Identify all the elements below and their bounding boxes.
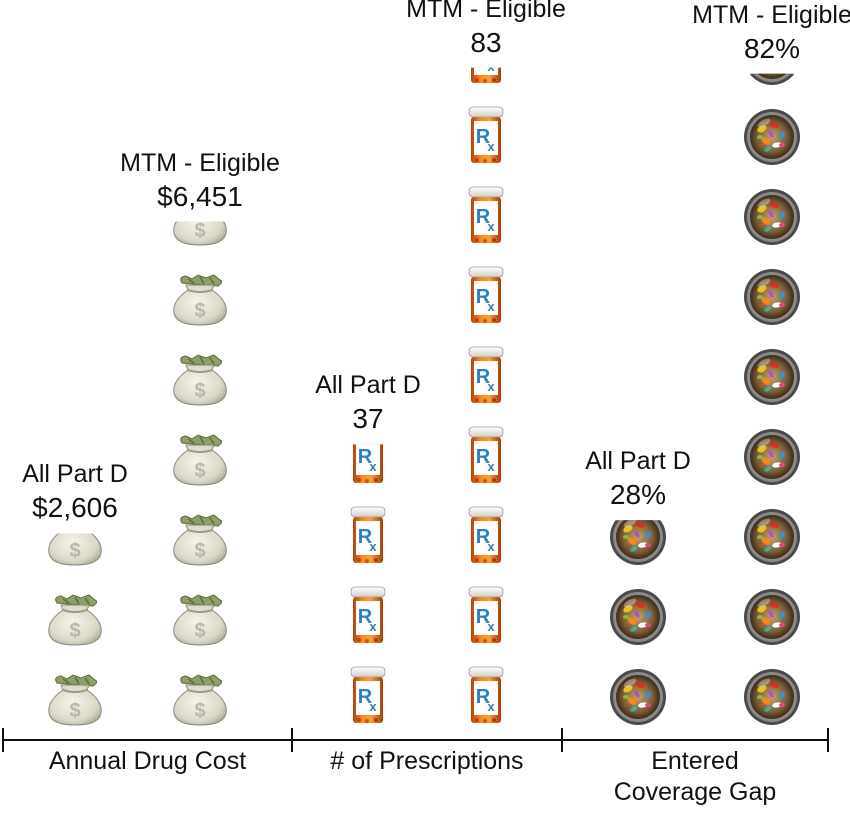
value-label: 28%: [609, 479, 667, 511]
pill-bowl-icon: [744, 189, 800, 245]
pill-bowl-icon: [610, 669, 666, 725]
value-label: 82%: [743, 32, 801, 64]
category-label: # of Prescriptions: [330, 747, 524, 775]
value-label: $6,451: [157, 180, 243, 212]
series-label: MTM - Eligible: [406, 0, 566, 23]
prescription-bottle-icon: [468, 506, 504, 564]
pill-bowl-icon: [744, 589, 800, 645]
series-label: All Part D: [22, 460, 128, 489]
prescription-bottle-icon: [468, 586, 504, 644]
series-label: MTM - Eligible: [120, 148, 280, 177]
prescription-bottle-icon: [468, 426, 504, 484]
pill-bowl-icon: [744, 429, 800, 485]
value-label: 83: [470, 26, 502, 58]
prescription-bottle-icon: [350, 666, 386, 724]
prescription-bottle-icon: [468, 186, 504, 244]
value-label: $2,606: [32, 492, 118, 524]
prescription-bottle-icon: [468, 666, 504, 724]
prescription-bottle-icon: [350, 506, 386, 564]
value-label: 37: [352, 403, 384, 435]
money-bag-icon: [172, 434, 228, 486]
category-label: Annual Drug Cost: [48, 747, 247, 775]
series-label: MTM - Eligible: [692, 0, 850, 29]
pill-bowl-icon: [744, 349, 800, 405]
money-bag-icon: [47, 594, 103, 646]
pill-bowl-icon: [744, 269, 800, 325]
pill-bowl-icon: [744, 109, 800, 165]
money-bag-icon: [172, 274, 228, 326]
money-bag-icon: [172, 514, 228, 566]
money-bag-icon: [172, 594, 228, 646]
category-label: Entered Coverage Gap: [613, 747, 777, 807]
prescription-bottle-icon: [468, 106, 504, 164]
series-label: All Part D: [315, 371, 421, 400]
prescription-bottle-icon: [468, 346, 504, 404]
prescription-bottle-icon: [350, 444, 386, 484]
prescription-bottle-icon: [350, 586, 386, 644]
pill-bowl-icon: [610, 520, 666, 565]
pill-bowl-icon: [744, 509, 800, 565]
money-bag-icon: [47, 674, 103, 726]
prescription-bottle-icon: [468, 266, 504, 324]
money-bag-icon: [172, 354, 228, 406]
pill-bowl-icon: [610, 589, 666, 645]
pill-bowl-icon: [744, 669, 800, 725]
money-bag-icon: [172, 674, 228, 726]
series-label: All Part D: [585, 447, 691, 476]
